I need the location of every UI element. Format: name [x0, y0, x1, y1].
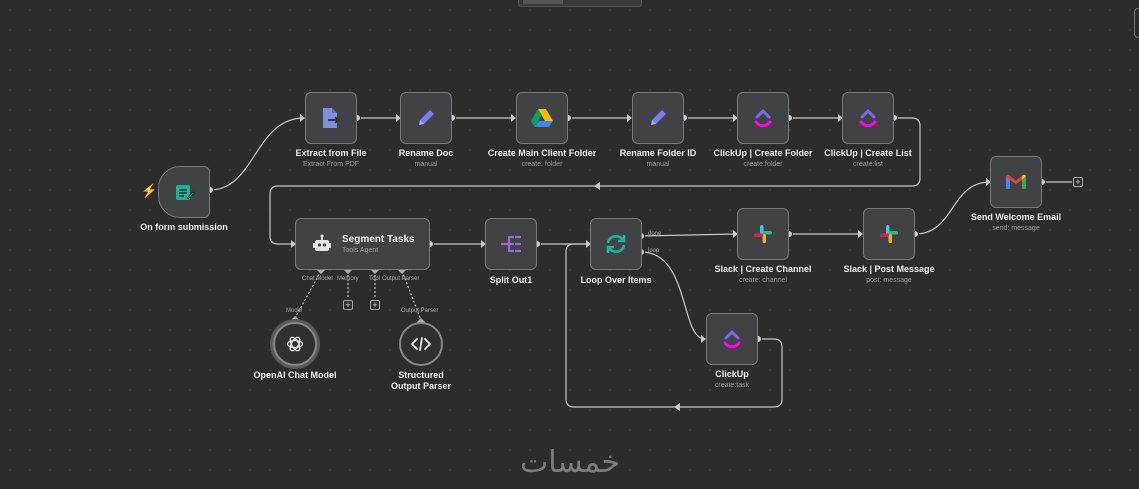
node-sublabel: create:task	[714, 382, 750, 389]
port-label-output-parser: Output Parser	[382, 276, 420, 282]
node-title: Segment Tasks	[342, 234, 415, 245]
node-form-submission[interactable]	[158, 166, 210, 218]
edge-parser	[401, 270, 422, 321]
port-label-tool: Tool	[369, 276, 381, 282]
trigger-bolt-icon: ⚡	[141, 183, 158, 198]
clickup-icon	[749, 104, 777, 132]
node-label: Split Out1	[489, 275, 533, 285]
node-label: ClickUp | Create Folder	[713, 148, 813, 158]
node-rename-folder-id[interactable]	[632, 92, 684, 144]
canvas-toolbar[interactable]	[518, 0, 642, 7]
port-label-memory: Memory	[337, 276, 359, 282]
node-label: Rename Doc	[398, 148, 454, 158]
slack-icon	[749, 220, 777, 248]
panel-toggle-button[interactable]	[1134, 8, 1139, 38]
node-subtitle: Tools Agent	[342, 247, 379, 254]
watermark-logo: خمسات	[500, 440, 640, 480]
node-rename-doc[interactable]	[400, 92, 452, 144]
code-icon	[407, 330, 435, 358]
node-sublabel: manual	[646, 161, 670, 168]
port-label-loop: loop	[648, 248, 660, 254]
node-sublabel: create: folder	[521, 161, 563, 168]
node-label: Structured Output Parser	[390, 370, 451, 391]
node-sublabel: create: channel	[739, 277, 787, 284]
node-label: ClickUp	[715, 369, 749, 379]
edge-model	[294, 270, 322, 319]
openai-icon	[281, 330, 309, 358]
file-extract-icon	[317, 104, 345, 132]
node-sublabel: send: message	[992, 225, 1040, 232]
port-label-model: Model	[286, 308, 303, 314]
node-sublabel: manual	[414, 161, 438, 168]
edge-slack-gmail	[914, 181, 991, 235]
node-label: Slack | Post Message	[843, 264, 935, 274]
node-clickup-create-list[interactable]	[842, 92, 894, 144]
node-label: Extract from File	[295, 148, 367, 158]
add-next-node-button[interactable]: +	[1073, 177, 1083, 187]
node-create-main-client-folder[interactable]	[516, 92, 568, 144]
node-extract-from-file[interactable]	[305, 92, 357, 144]
port-label-chat-model: Chat Model	[302, 276, 333, 282]
add-tool-button[interactable]: +	[370, 300, 380, 310]
node-sublabel: Extract From PDF	[302, 161, 359, 168]
node-sublabel: create:folder	[743, 161, 783, 168]
form-icon	[170, 178, 198, 206]
clickup-icon	[854, 104, 882, 132]
clickup-icon	[718, 325, 746, 353]
node-structured-output-parser[interactable]	[399, 322, 443, 366]
port-label-done: done	[648, 231, 662, 237]
node-label: Create Main Client Folder	[487, 148, 597, 158]
node-label: ClickUp | Create List	[824, 148, 912, 158]
node-label: Loop Over Items	[580, 275, 652, 285]
svg-text:خمسات: خمسات	[520, 445, 620, 480]
gmail-icon	[1002, 168, 1030, 196]
node-sublabel: create:list	[853, 161, 883, 168]
node-loop-over-items[interactable]	[590, 218, 642, 270]
node-clickup-task[interactable]	[706, 313, 758, 365]
node-split-out[interactable]	[485, 218, 537, 270]
node-label: Send Welcome Email	[970, 212, 1062, 222]
pencil-icon	[644, 104, 672, 132]
node-sublabel: post: message	[866, 277, 912, 284]
node-segment-tasks[interactable]: Segment Tasks Tools Agent	[295, 218, 430, 270]
node-label: Rename Folder ID	[619, 148, 697, 158]
edge-done-slack	[640, 233, 738, 237]
robot-icon	[308, 230, 336, 258]
add-memory-button[interactable]: +	[343, 300, 353, 310]
node-slack-post-message[interactable]	[863, 208, 915, 260]
edge-form-extract	[209, 117, 305, 191]
node-label: OpenAI Chat Model	[253, 370, 337, 380]
node-label: Slack | Create Channel	[714, 264, 812, 274]
node-label: On form submission	[140, 222, 228, 232]
node-send-welcome-email[interactable]	[990, 156, 1042, 208]
edge-loop-clickup	[640, 251, 706, 340]
loop-icon	[602, 230, 630, 258]
slack-icon	[875, 220, 903, 248]
node-openai-chat-model[interactable]	[273, 322, 317, 366]
google-drive-icon	[528, 104, 556, 132]
node-clickup-create-folder[interactable]	[737, 92, 789, 144]
pencil-icon	[412, 104, 440, 132]
split-icon	[497, 230, 525, 258]
node-slack-create-channel[interactable]	[737, 208, 789, 260]
port-label-parser-input: Output Parser	[401, 308, 439, 314]
